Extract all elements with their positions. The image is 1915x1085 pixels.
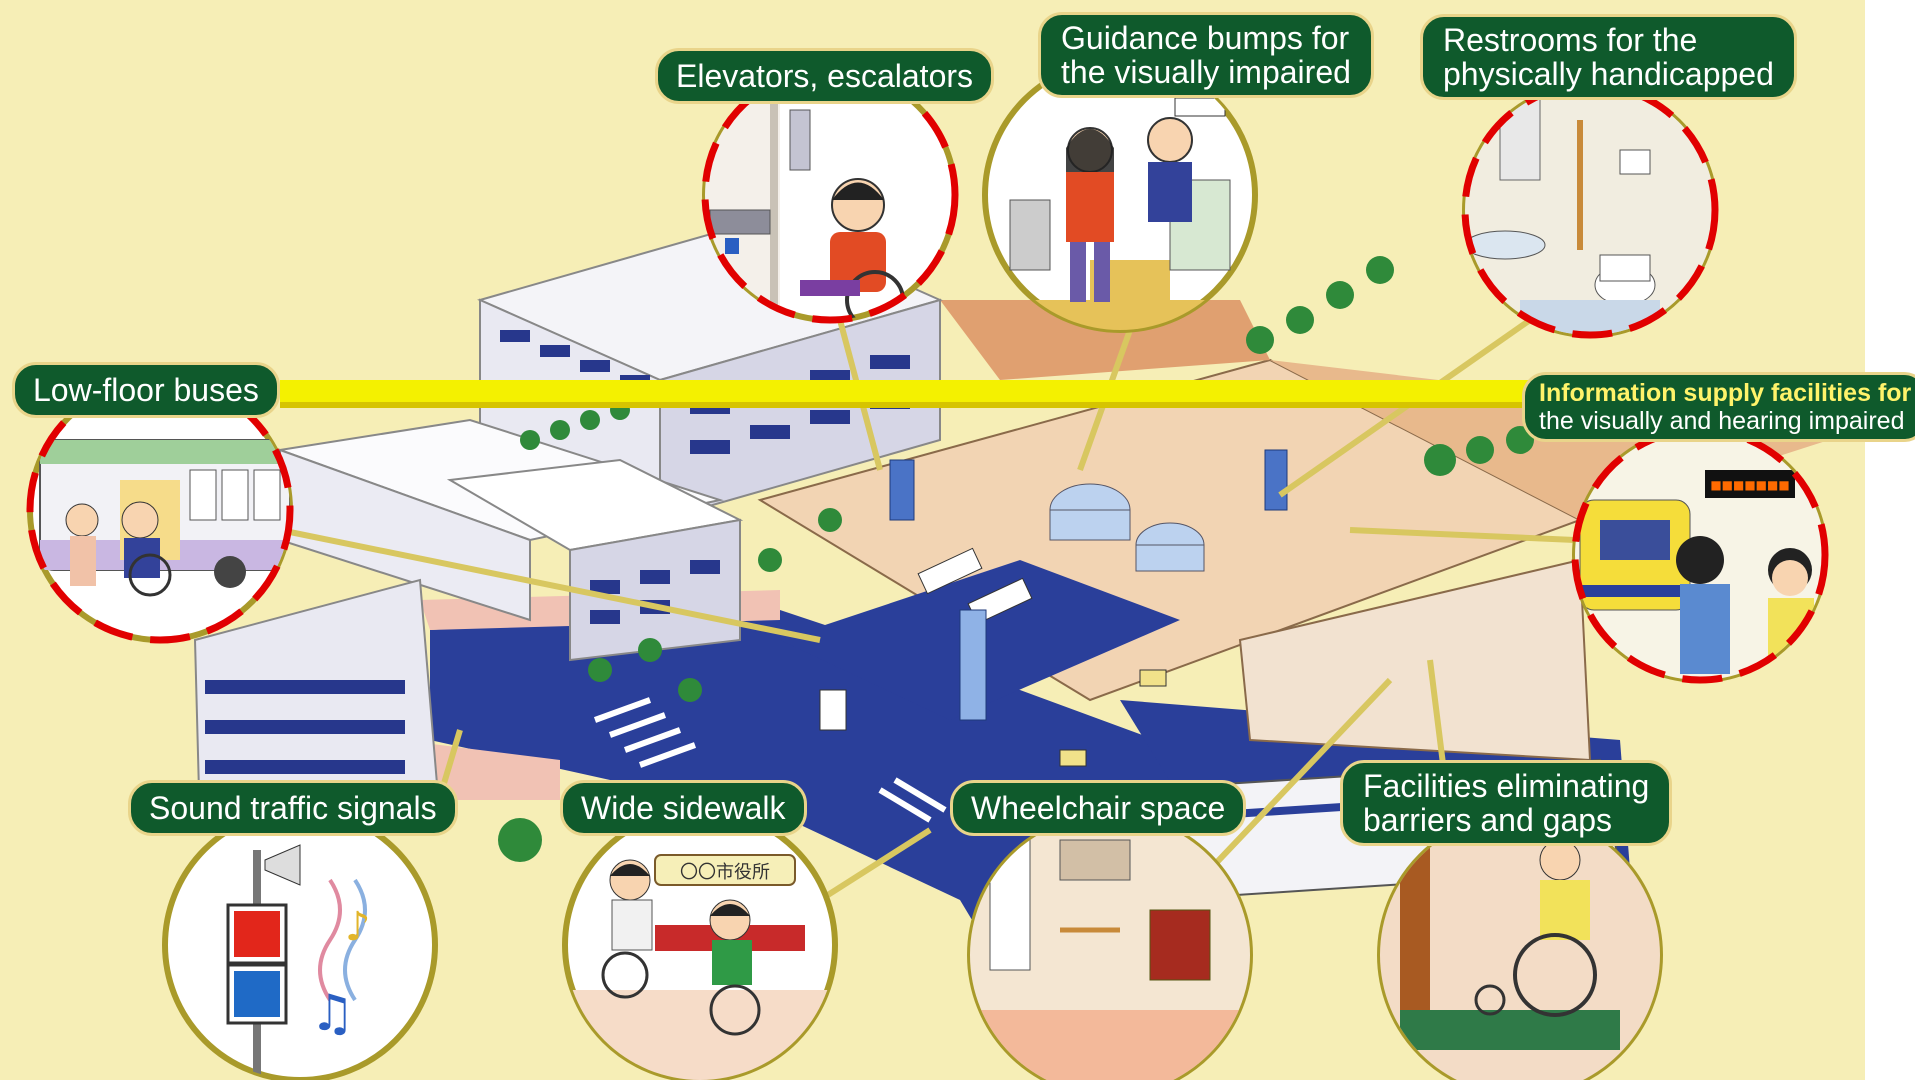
information-label: Information supply facilities for the vi…: [1522, 372, 1915, 442]
guidance-label-line2: the visually impaired: [1061, 54, 1351, 90]
low-floor-buses-label: Low-floor buses: [12, 362, 280, 418]
crosswalks: [593, 697, 947, 823]
svg-text:■■■■■■■: ■■■■■■■: [1710, 478, 1789, 492]
barriers-label-line1: Facilities eliminating: [1363, 768, 1650, 804]
domes: [1049, 483, 1205, 572]
wide-sidewalk-circle: [562, 807, 838, 1083]
svg-text:♪: ♪: [345, 904, 371, 950]
svg-text:♫: ♫: [310, 984, 355, 1042]
elevators-label: Elevators, escalators: [655, 48, 995, 104]
low-floor-buses-circle: [26, 376, 294, 644]
barriers-label-line2: barriers and gaps: [1363, 802, 1613, 838]
wide-sidewalk-label: Wide sidewalk: [560, 780, 807, 836]
highlight-strip: [280, 380, 1545, 402]
restrooms-label-line2: physically handicapped: [1443, 56, 1774, 92]
elevator-towers: [889, 449, 1288, 721]
restrooms-label-line1: Restrooms for the: [1443, 22, 1698, 58]
information-label-line1: Information supply facilities for: [1539, 379, 1912, 407]
guidance-label: Guidance bumps for the visually impaired: [1038, 12, 1374, 98]
trees: [498, 256, 1534, 862]
restrooms-label: Restrooms for the physically handicapped: [1420, 14, 1797, 100]
rail-bridge: [940, 300, 1270, 380]
elevators-circle: [701, 66, 959, 324]
guidance-label-line1: Guidance bumps for: [1061, 20, 1350, 56]
sound-signals-circle: ♪ ♫: [162, 807, 438, 1083]
barriers-label: Facilities eliminating barriers and gaps: [1340, 760, 1673, 846]
restrooms-circle: [1461, 81, 1719, 339]
sound-signals-label: Sound traffic signals: [128, 780, 458, 836]
wheelchair-space-circle: [967, 812, 1253, 1085]
wheelchair-space-label: Wheelchair space: [950, 780, 1247, 836]
city-hall-sign: 〇〇市役所: [680, 862, 770, 883]
barriers-circle: [1377, 812, 1663, 1085]
information-label-line2: the visually and hearing impaired: [1539, 407, 1905, 435]
